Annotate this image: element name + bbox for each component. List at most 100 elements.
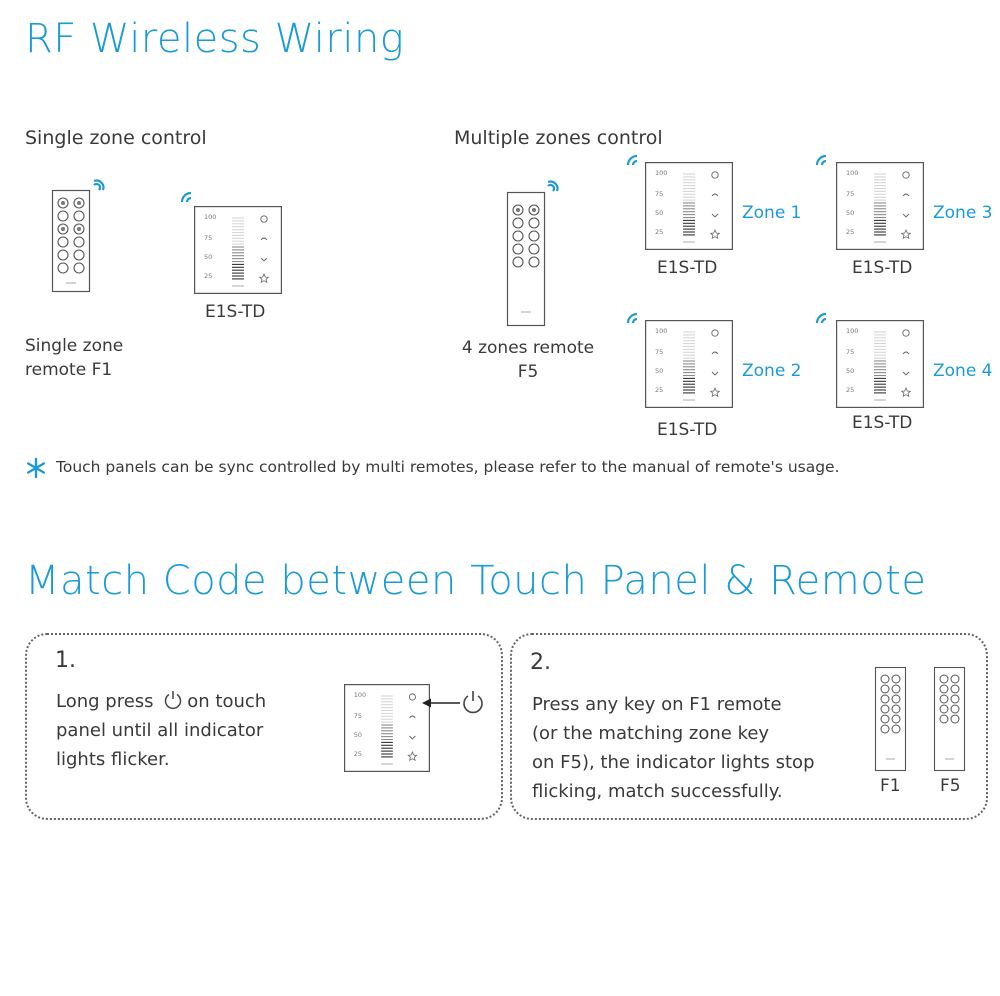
single-remote-label-line2: remote F1 xyxy=(25,360,113,380)
panel-mark-75: 75 xyxy=(204,234,213,242)
panel-mark-50: 50 xyxy=(655,209,664,217)
step2-text: Press any key on F1 remote (or the match… xyxy=(532,690,862,806)
zone1-panel-label: E1S-TD xyxy=(657,258,718,278)
chevron-down-icon xyxy=(902,371,910,376)
panel-mark-100: 100 xyxy=(655,169,668,177)
arc-up-icon xyxy=(409,715,416,719)
panel-mark-100: 100 xyxy=(204,213,217,221)
panel-mark-25: 25 xyxy=(204,272,213,280)
single-panel-label: E1S-TD xyxy=(205,302,266,322)
zone4-label: Zone 4 xyxy=(933,361,993,381)
step1-number: 1. xyxy=(55,648,76,673)
bulb-icon xyxy=(902,329,910,337)
touch-panel-drawing xyxy=(836,320,925,409)
star-icon xyxy=(258,272,270,284)
signal-icon xyxy=(815,312,827,324)
touch-panel-zone2: 100 75 50 25 xyxy=(645,320,734,409)
panel-mark-25: 25 xyxy=(846,228,855,236)
panel-mark-25: 25 xyxy=(655,386,664,394)
zone2-label: Zone 2 xyxy=(742,361,802,381)
chevron-down-icon xyxy=(711,213,719,218)
sync-note: Touch panels can be sync controlled by m… xyxy=(56,458,840,476)
step1-line1-post: on touch xyxy=(187,691,267,712)
panel-mark-50: 50 xyxy=(204,253,213,261)
zone1-label: Zone 1 xyxy=(742,203,802,223)
asterisk-icon xyxy=(27,457,45,479)
touch-panel-drawing xyxy=(645,162,734,251)
panel-mark-100: 100 xyxy=(353,691,367,699)
panel-mark-100: 100 xyxy=(846,169,859,177)
star-icon xyxy=(900,228,912,240)
remote-f1-drawing xyxy=(51,189,91,293)
step2-line1: Press any key on F1 remote xyxy=(532,694,782,715)
panel-mark-50: 50 xyxy=(655,367,664,375)
touch-panel-drawing xyxy=(344,684,431,773)
arc-up-icon xyxy=(902,351,910,355)
zone2-panel-label: E1S-TD xyxy=(657,420,718,440)
signal-icon xyxy=(547,180,559,192)
arc-up-icon xyxy=(711,351,719,355)
multi-remote-label: 4 zones remote F5 xyxy=(458,336,598,384)
bulb-icon xyxy=(408,693,416,701)
bulb-icon xyxy=(711,329,719,337)
single-remote-label-line1: Single zone xyxy=(25,336,124,356)
signal-icon xyxy=(180,191,192,203)
star-icon xyxy=(900,386,912,398)
panel-mark-50: 50 xyxy=(846,209,855,217)
arc-up-icon xyxy=(902,193,910,197)
signal-icon xyxy=(626,154,638,166)
remote-f5-label: F5 xyxy=(940,776,961,796)
panel-mark-75: 75 xyxy=(846,348,855,356)
touch-panel-single: 100 75 50 25 xyxy=(194,206,283,295)
multi-remote-label-line2: F5 xyxy=(517,362,539,382)
remote-f5-small xyxy=(933,666,966,772)
section-title-match-code: Match Code between Touch Panel & Remote xyxy=(25,558,927,604)
signal-icon xyxy=(815,154,827,166)
zone4-panel-label: E1S-TD xyxy=(852,413,913,433)
touch-panel-step1: 100 75 50 25 xyxy=(344,684,431,773)
star-icon xyxy=(407,750,418,762)
star-icon xyxy=(709,386,721,398)
multi-zone-heading: Multiple zones control xyxy=(454,127,663,149)
touch-panel-drawing xyxy=(194,206,283,295)
step2-box xyxy=(510,633,988,820)
panel-mark-25: 25 xyxy=(353,750,363,758)
remote-f5-drawing xyxy=(506,191,546,327)
panel-mark-75: 75 xyxy=(655,190,664,198)
touch-panel-drawing xyxy=(645,320,734,409)
chevron-down-icon xyxy=(409,735,416,740)
arrow-to-power-key xyxy=(422,691,483,714)
star-icon xyxy=(709,228,721,240)
chevron-down-icon xyxy=(711,371,719,376)
arc-up-icon xyxy=(711,193,719,197)
step2-number: 2. xyxy=(530,650,551,675)
remote-f1-small xyxy=(874,666,907,772)
panel-mark-50: 50 xyxy=(846,367,855,375)
zone3-panel-label: E1S-TD xyxy=(852,258,913,278)
remote-f1-small-drawing xyxy=(874,666,907,772)
power-icon xyxy=(165,691,182,710)
panel-mark-75: 75 xyxy=(655,348,664,356)
remote-f5-small-drawing xyxy=(933,666,966,772)
step1-line1-pre: Long press xyxy=(56,691,154,712)
panel-mark-100: 100 xyxy=(655,327,668,335)
step2-line3: on F5), the indicator lights stop xyxy=(532,752,815,773)
step1-text: Long press on touch panel until all indi… xyxy=(56,687,326,774)
panel-mark-75: 75 xyxy=(353,712,363,720)
panel-mark-50: 50 xyxy=(353,731,363,739)
bulb-icon xyxy=(260,215,268,223)
step1-box xyxy=(25,633,503,820)
signal-icon xyxy=(626,312,638,324)
step2-line4: flicking, match successfully. xyxy=(532,781,783,802)
zone3-label: Zone 3 xyxy=(933,203,993,223)
panel-mark-25: 25 xyxy=(846,386,855,394)
chevron-down-icon xyxy=(260,257,268,262)
remote-f5 xyxy=(506,191,546,327)
bulb-icon xyxy=(711,171,719,179)
section-title-rf-wireless: RF Wireless Wiring xyxy=(25,16,405,62)
single-zone-heading: Single zone control xyxy=(25,127,207,149)
step1-line2: panel until all indicator xyxy=(56,720,264,741)
